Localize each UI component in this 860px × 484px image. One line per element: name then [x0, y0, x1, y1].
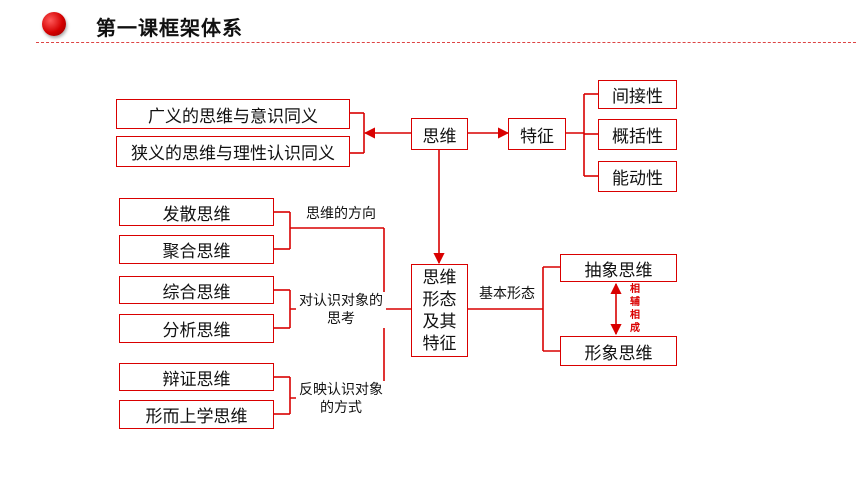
thinking-forms-label: 思维形态及其特征 — [422, 267, 457, 354]
thinking-forms-node: 思维形态及其特征 — [411, 264, 468, 357]
feature-initiative-box: 能动性 — [598, 161, 677, 192]
narrow-meaning-box: 狭义的思维与理性认识同义 — [116, 136, 350, 167]
thinking-node: 思维 — [411, 118, 468, 150]
divergent-thinking-box: 发散思维 — [119, 198, 274, 226]
header-bullet-icon — [42, 12, 66, 36]
page-title: 第一课框架体系 — [96, 16, 243, 40]
metaphysical-thinking-box: 形而上学思维 — [119, 400, 274, 429]
features-node: 特征 — [508, 118, 566, 150]
convergent-thinking-box: 聚合思维 — [119, 235, 274, 264]
feature-indirect-box: 间接性 — [598, 80, 677, 109]
header-divider — [36, 42, 856, 43]
basic-forms-label: 基本形态 — [474, 285, 540, 303]
feature-generalization-box: 概括性 — [598, 119, 677, 150]
abstract-thinking-box: 抽象思维 — [560, 254, 677, 282]
broad-meaning-box: 广义的思维与意识同义 — [116, 99, 350, 129]
analytic-thinking-box: 分析思维 — [119, 314, 274, 343]
criterion-direction-label: 思维的方向 — [296, 205, 386, 223]
synthetic-thinking-box: 综合思维 — [119, 276, 274, 304]
criterion-reflection-label: 反映认识对象的方式 — [296, 381, 386, 417]
image-thinking-box: 形象思维 — [560, 336, 677, 366]
criterion-object-label: 对认识对象的思考 — [296, 292, 386, 328]
dialectical-thinking-box: 辩证思维 — [119, 363, 274, 391]
complementary-label: 相辅相成 — [630, 284, 640, 334]
